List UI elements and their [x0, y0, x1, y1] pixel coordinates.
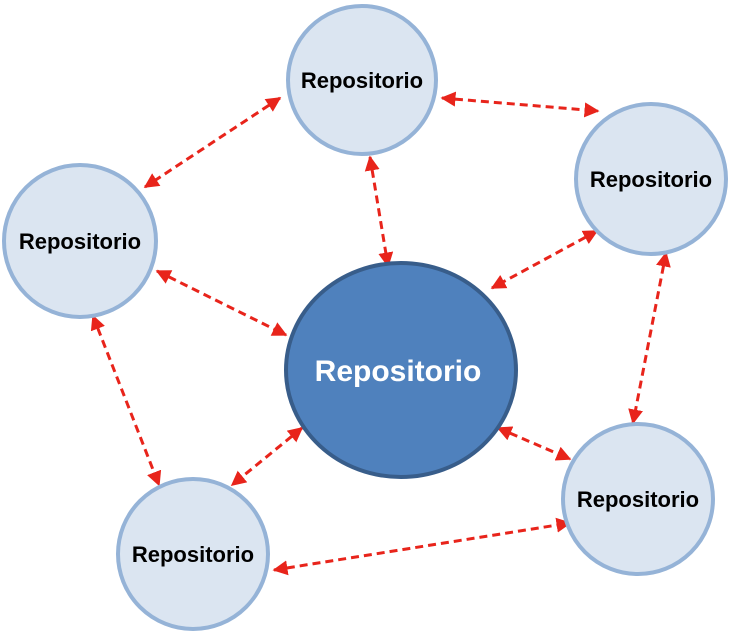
connector-bottomleft-bottomright	[272, 517, 572, 576]
node-bottom-right-label: Repositorio	[577, 487, 699, 512]
connector-bottomright-center	[496, 426, 572, 461]
central-node-shape	[284, 261, 518, 479]
repository-node-bottom-right: Repositorio	[561, 422, 715, 576]
connections	[90, 91, 671, 576]
connector-left-bottomleft	[90, 314, 162, 487]
node-right-label: Repositorio	[590, 167, 712, 192]
connector-bottomleft-center	[230, 426, 304, 487]
repository-node-left: Repositorio	[2, 163, 158, 319]
node-right-shape	[574, 102, 728, 256]
connector-left-center	[155, 269, 288, 337]
connector-right-center	[490, 229, 599, 290]
central-repository-node: Repositorio	[284, 261, 518, 479]
node-top-label: Repositorio	[301, 68, 423, 93]
repository-node-bottom-left: Repositorio	[116, 477, 270, 631]
node-left-shape	[2, 163, 158, 319]
node-bottom-left-label: Repositorio	[132, 542, 254, 567]
connector-right-bottomright	[628, 251, 671, 425]
connector-top-left	[143, 96, 282, 189]
node-left-label: Repositorio	[19, 229, 141, 254]
repository-node-right: Repositorio	[574, 102, 728, 256]
connector-top-center	[364, 155, 394, 268]
central-node-label: Repositorio	[315, 355, 482, 388]
node-bottom-right-shape	[561, 422, 715, 576]
node-top-shape	[286, 4, 438, 156]
node-bottom-left-shape	[116, 477, 270, 631]
repository-node-top: Repositorio	[286, 4, 438, 156]
connector-top-right	[440, 91, 600, 118]
